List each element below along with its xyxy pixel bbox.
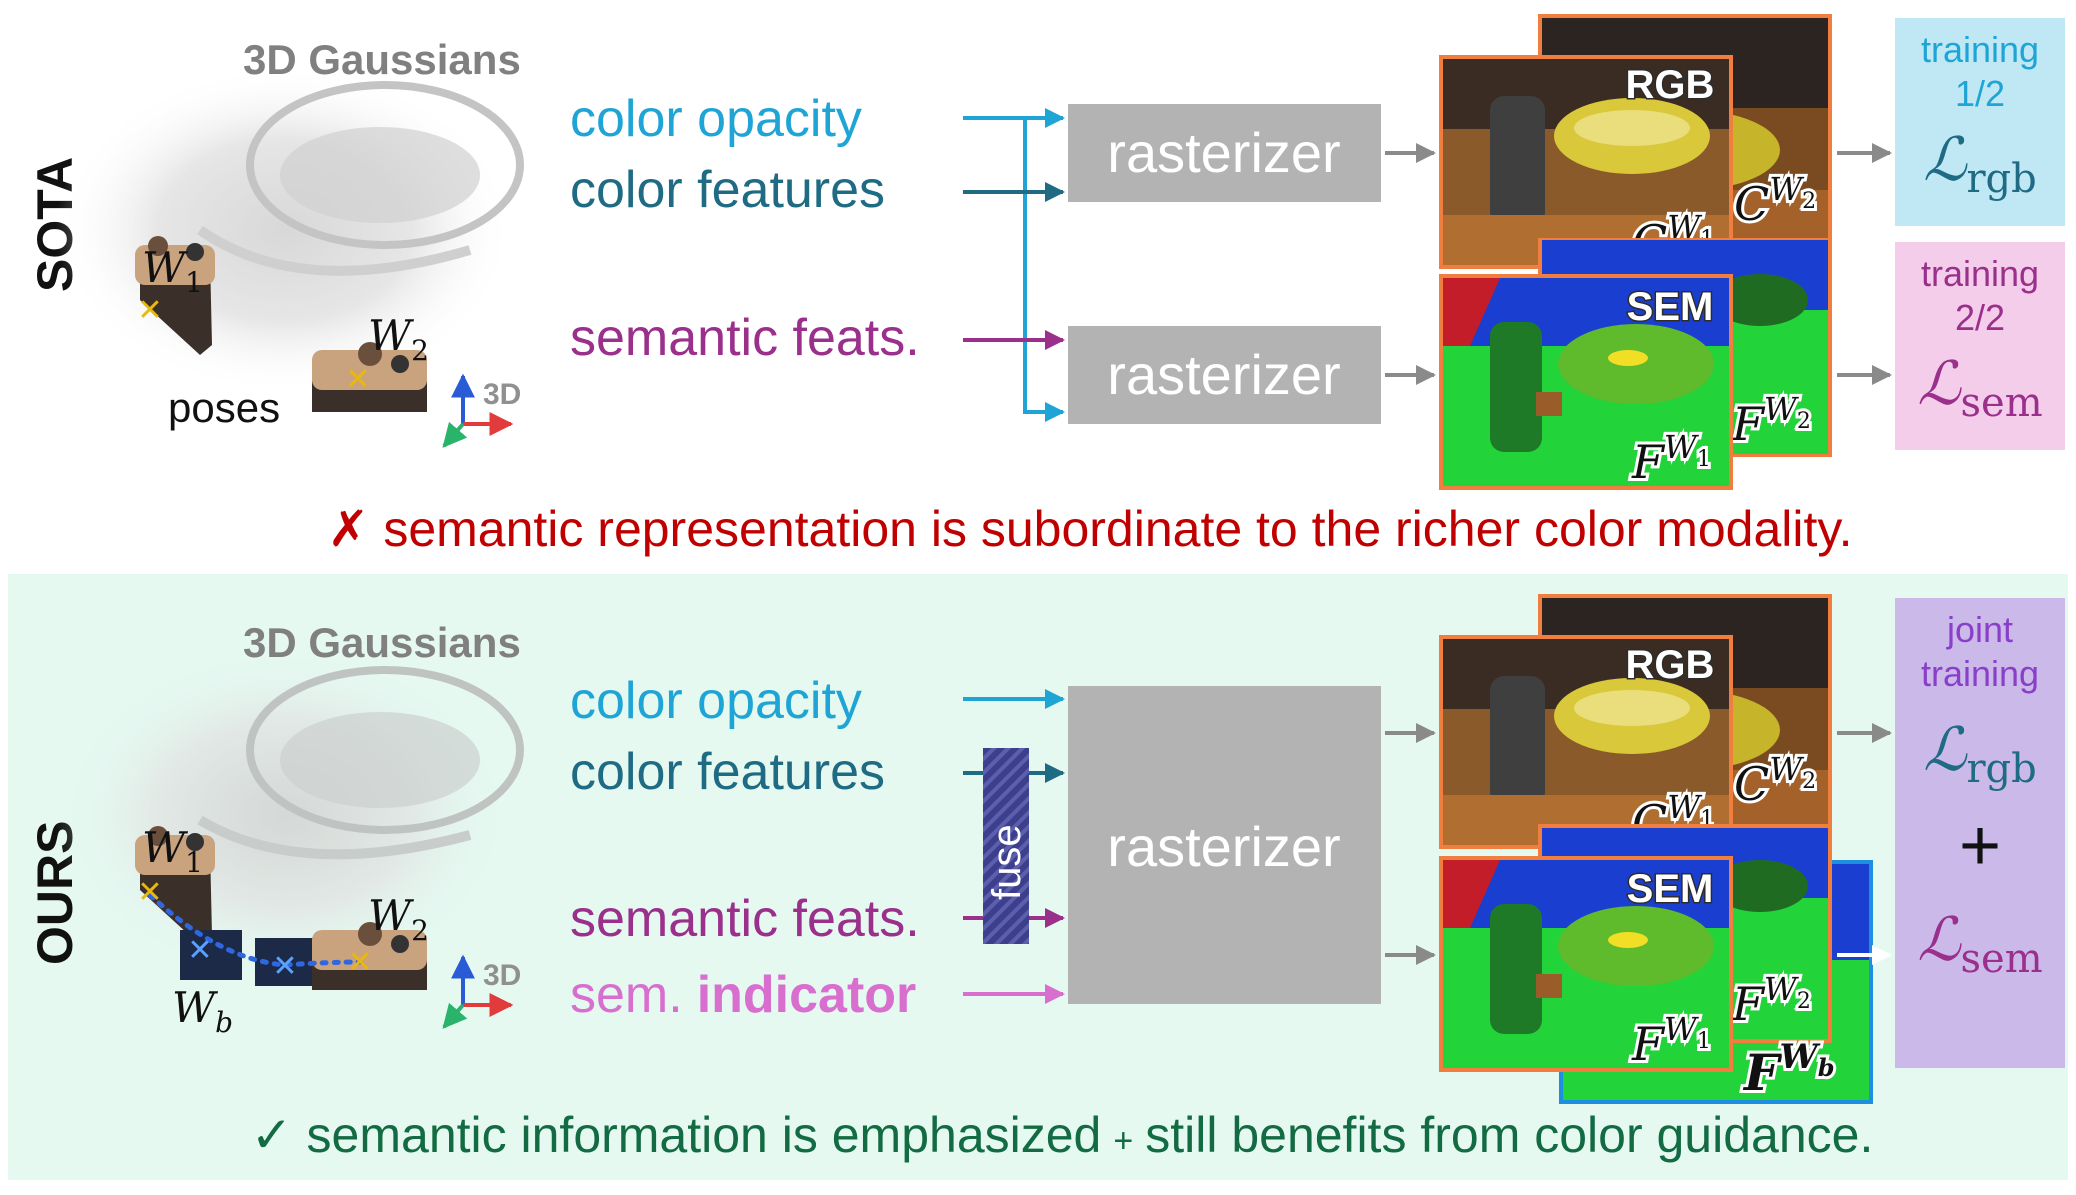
sota-camera-w1-marker: ✕ (137, 294, 162, 327)
ours-rgb-w2-label: CW2 (1734, 750, 1816, 811)
sota-input-semantic-feats: semantic feats. (570, 309, 920, 367)
ours-input-sem-indicator: sem.indicator (570, 966, 916, 1024)
ours-sem-wb-label: FWb (1742, 1037, 1834, 1102)
sota-camera-w2-marker: ✕ (345, 363, 370, 396)
sota-rgb-w2-label: CW2 (1734, 170, 1816, 231)
ours-axis-icon (442, 954, 514, 1029)
ours-joint-loss-box (1895, 598, 2065, 1068)
ours-camera-w1-marker: ✕ (137, 876, 162, 909)
sota-loss-sem-line2: 2/2 (1955, 297, 2005, 338)
sota-camera-w2 (312, 342, 427, 412)
sota-rasterizer-top-label: rasterizer (1107, 121, 1340, 184)
sota-panel: SOTA 3D Gaussians ✕ W1 ✕ W2 poses (27, 14, 2065, 557)
sota-loss-rgb-box (1895, 18, 2065, 226)
ours-panel: OURS 3D Gaussians ✕ ✕ ✕ (27, 594, 2065, 1163)
sota-pose-w1-label: W1 (142, 243, 203, 299)
sota-loss-rgb-symbol: ℒrgb (1923, 125, 2037, 202)
ours-camera-w1 (135, 826, 215, 945)
sota-sem-w1-label: FW1 (1631, 428, 1711, 489)
ours-sem-image-w1 (1439, 856, 1733, 1072)
sota-loss-sem-symbol: ℒsem (1917, 349, 2042, 426)
sota-pose-w2-label: W2 (368, 311, 429, 367)
ours-gaussians-title: 3D Gaussians (243, 619, 521, 666)
ours-rasterizer (1068, 686, 1381, 1004)
sota-sem-tag: SEM (1627, 285, 1714, 329)
sota-loss-sem-line1: training (1921, 253, 2039, 294)
sota-loss-rgb-line2: 1/2 (1955, 73, 2005, 114)
sota-gaussian-scene (55, 65, 524, 395)
sota-axis-icon (442, 373, 514, 448)
ours-camera-wb2-marker: ✕ (272, 950, 297, 983)
ours-sem-tag: SEM (1627, 867, 1714, 911)
ours-input-color-features: color features (570, 743, 885, 801)
sota-axis-label: 3D (483, 378, 521, 411)
sota-poses-label: poses (168, 384, 280, 431)
sota-camera-w1 (135, 236, 215, 355)
sota-rasterizer-bottom-label: rasterizer (1107, 343, 1340, 406)
ours-joint-line1: joint (1946, 609, 2013, 650)
ours-pose-wb-label: Wb (172, 983, 233, 1039)
ours-axis-label: 3D (483, 959, 521, 992)
ours-joint-plus: + (1959, 806, 2001, 886)
sota-input-color-features: color features (570, 161, 885, 219)
ours-interpolation-path (147, 892, 363, 968)
ours-fuse-block (983, 748, 1029, 944)
sota-gaussians-title: 3D Gaussians (243, 36, 521, 83)
sota-loss-sem-box (1895, 242, 2065, 450)
sota-input-color-opacity: color opacity (570, 90, 862, 148)
sota-sem-w2-label: FW2 (1731, 390, 1811, 451)
ours-rgb-tag: RGB (1626, 643, 1715, 687)
sota-rasterizer-bottom (1068, 326, 1381, 424)
sota-rasterizer-top (1068, 104, 1381, 202)
ours-camera-w2 (312, 922, 427, 990)
ours-sem-w2-label: FW2 (1731, 970, 1811, 1031)
sota-rgb-image-w1 (1439, 55, 1733, 269)
ours-joint-loss-rgb: ℒrgb (1923, 715, 2037, 792)
ours-joint-loss-sem: ℒsem (1917, 905, 2042, 982)
ours-pose-w2-label: W2 (368, 891, 429, 947)
ours-camera-w2-marker: ✕ (347, 946, 372, 979)
sota-input-arrows (963, 108, 1065, 422)
ours-sem-w1-label: FW1 (1631, 1010, 1711, 1071)
ours-verdict: ✓semantic information is emphasized+stil… (251, 1107, 1874, 1163)
sota-sem-image-w1 (1439, 274, 1733, 490)
sota-rgb-tag: RGB (1626, 63, 1715, 107)
sota-verdict: ✗semantic representation is subordinate … (327, 501, 1852, 557)
ours-joint-line2: training (1921, 653, 2039, 694)
ours-rasterizer-label: rasterizer (1107, 815, 1340, 878)
ours-rgb-image-w1 (1439, 635, 1733, 849)
ours-input-color-opacity: color opacity (570, 672, 862, 730)
ours-pose-w1-label: W1 (142, 823, 203, 879)
ours-fuse-label: fuse (985, 824, 1029, 900)
ours-camera-wb1-marker: ✕ (187, 934, 212, 967)
ours-input-semantic-feats: semantic feats. (570, 890, 920, 948)
sota-loss-rgb-line1: training (1921, 29, 2039, 70)
